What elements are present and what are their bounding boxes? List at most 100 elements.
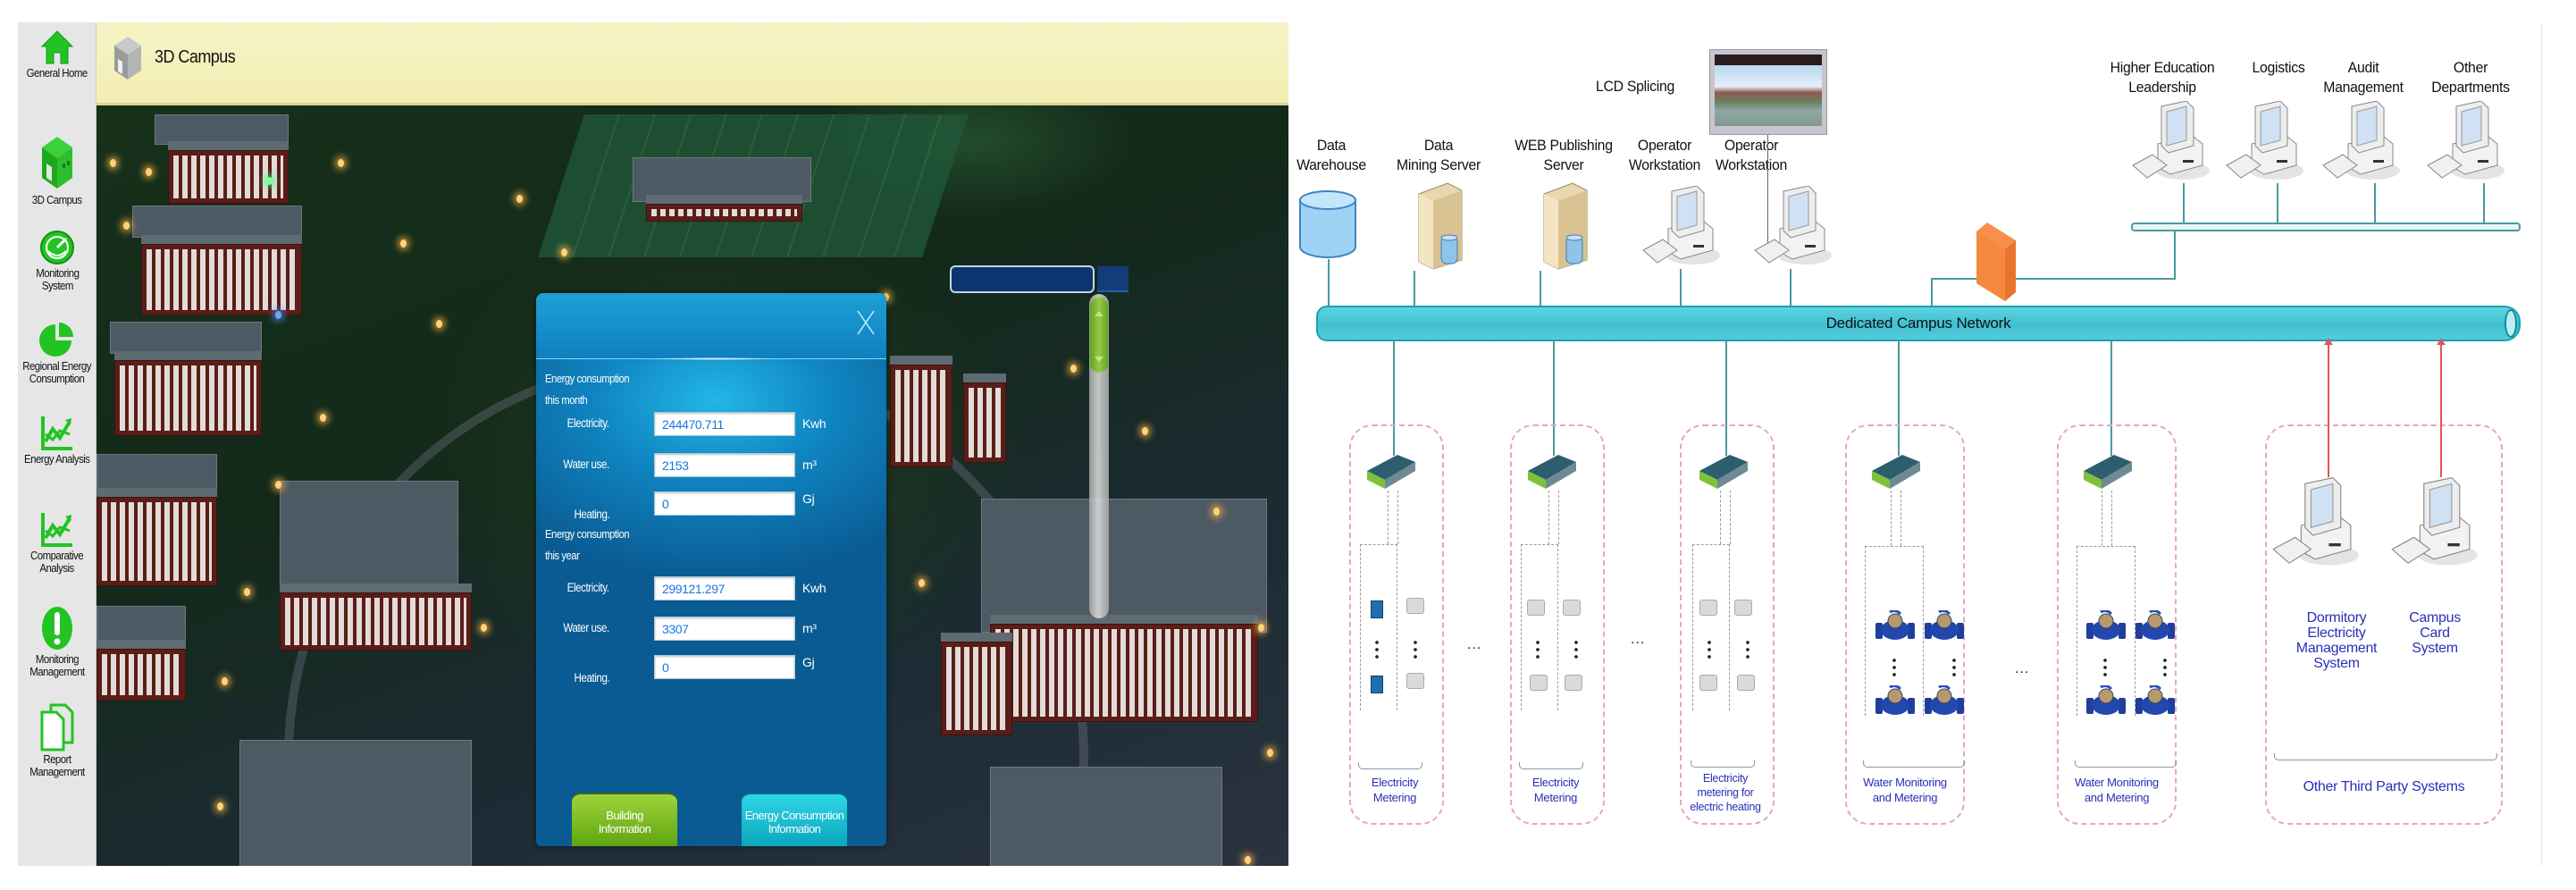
workstation-icon [2271, 476, 2361, 575]
sidebar-item-label: 3D Campus [32, 193, 82, 206]
sidebar-item-regional-energy[interactable]: Regional Energy Consumption [18, 323, 96, 385]
dashed-wire [1388, 491, 1389, 544]
floating-search-bar[interactable] [950, 265, 1095, 293]
workstation-icon [2131, 100, 2211, 187]
arrow-up-icon[interactable] [1095, 311, 1103, 316]
building[interactable] [890, 356, 952, 467]
gateway-icon [1526, 451, 1580, 491]
street-lamp [275, 311, 281, 319]
water-meter-icon [2085, 609, 2127, 641]
arrow-down-icon[interactable] [1095, 357, 1103, 362]
sidebar-item-comparative-analysis[interactable]: Comparative Analysis [18, 512, 96, 575]
building[interactable] [114, 351, 262, 436]
building[interactable] [280, 584, 472, 651]
building[interactable] [963, 374, 1006, 463]
dashed-wire [1720, 491, 1721, 544]
building[interactable] [168, 141, 289, 204]
month-electricity-row: Electricity. Kwh [536, 412, 886, 437]
brace [1358, 762, 1422, 769]
month-heating-field[interactable] [654, 491, 795, 516]
meter-icon [1371, 676, 1383, 693]
sidebar-item-report-management[interactable]: Report Management [18, 703, 96, 778]
section-title-month: Energy consumption this month [545, 372, 630, 407]
unit-label: m³ [802, 621, 817, 635]
connector-line [1680, 269, 1682, 306]
dashed-wire [1558, 491, 1559, 544]
energy-app-window: General Home 3D Campus Monitoring System [18, 22, 1288, 866]
year-water-field[interactable] [654, 617, 795, 641]
department-network-bus [2131, 222, 2521, 231]
campus-network-bus: Dedicated Campus Network [1316, 306, 2521, 341]
water-meter-icon [1923, 684, 1966, 716]
field-label: Water use. [563, 621, 610, 634]
building[interactable] [96, 640, 186, 701]
sidebar-item-3d-campus[interactable]: 3D Campus [18, 133, 96, 206]
node-label: Data Warehouse [1296, 137, 1366, 173]
connector-line [1790, 269, 1791, 306]
street-lamp [338, 159, 344, 167]
sidebar-item-label: General Home [26, 66, 88, 80]
zoom-slider[interactable] [1089, 294, 1109, 618]
water-meter-icon [2085, 684, 2127, 716]
energy-consumption-information-button[interactable]: Energy Consumption Information [742, 793, 847, 846]
field-label: Electricity. [567, 581, 609, 594]
zoom-slider-thumb[interactable] [1090, 298, 1108, 373]
floating-tab[interactable] [1097, 266, 1129, 292]
group-label: Electricity Metering [1371, 776, 1419, 804]
brace [1691, 760, 1755, 768]
meter-icon [1734, 600, 1752, 616]
field-label: Heating. [574, 671, 609, 684]
dashed-wire [2077, 546, 2135, 716]
ellipsis: ... [1467, 637, 1482, 652]
street-lamp [561, 248, 567, 256]
metering-group [1680, 424, 1775, 825]
sidebar-item-label: Comparative Analysis [30, 549, 84, 575]
building[interactable] [990, 615, 1258, 722]
connector-line [1767, 135, 1768, 251]
more-dots [1746, 639, 1749, 660]
lcd-splicing-label: LCD Splicing [1595, 78, 1675, 95]
month-water-field[interactable] [654, 453, 795, 477]
workstation-icon [2390, 476, 2480, 575]
building[interactable] [941, 633, 1012, 735]
connector-line [1540, 271, 1541, 306]
street-lamp [146, 168, 152, 176]
building-information-button[interactable]: Building Information [572, 793, 677, 846]
group-label: Water Monitoring and Metering [2075, 776, 2159, 804]
building-roof [96, 454, 217, 490]
building-roof [280, 481, 458, 588]
group-label: Electricity Metering [1531, 776, 1580, 804]
sidebar-item-monitoring-management[interactable]: Monitoring Management [18, 605, 96, 678]
year-electricity-field[interactable] [654, 576, 795, 600]
connector-line [2183, 183, 2185, 222]
workstation-icon [2321, 100, 2402, 187]
building[interactable] [646, 195, 802, 222]
building[interactable] [96, 488, 217, 586]
connector-line [2174, 231, 2176, 280]
dashed-wire [1891, 491, 1892, 546]
close-icon[interactable] [856, 309, 876, 336]
more-dots [1574, 639, 1578, 660]
node-label: Operator Workstation [1628, 137, 1701, 173]
month-electricity-field[interactable] [654, 412, 795, 436]
dashed-wire [1397, 491, 1398, 544]
meter-icon [1406, 673, 1424, 689]
year-heating-field[interactable] [654, 655, 795, 679]
street-lamp [222, 677, 228, 685]
campus-3d-view[interactable] [96, 105, 1288, 866]
building-roof [132, 206, 302, 238]
sidebar-item-monitoring-system[interactable]: Monitoring System [18, 230, 96, 292]
month-water-row: Water use. m³ [536, 453, 886, 478]
building-roof [96, 606, 186, 642]
unit-label: Kwh [802, 581, 827, 595]
street-lamp [436, 320, 442, 328]
connector-line [1898, 341, 1900, 456]
sidebar-item-general-home[interactable]: General Home [18, 29, 96, 80]
gateway-icon [1870, 451, 1924, 491]
pie-chart-icon [39, 323, 75, 358]
street-lamp [266, 177, 273, 185]
sidebar-item-energy-analysis[interactable]: Energy Analysis [18, 416, 96, 466]
workstation-icon [1641, 185, 1722, 272]
third-party-group [2265, 424, 2503, 825]
building[interactable] [141, 235, 302, 315]
